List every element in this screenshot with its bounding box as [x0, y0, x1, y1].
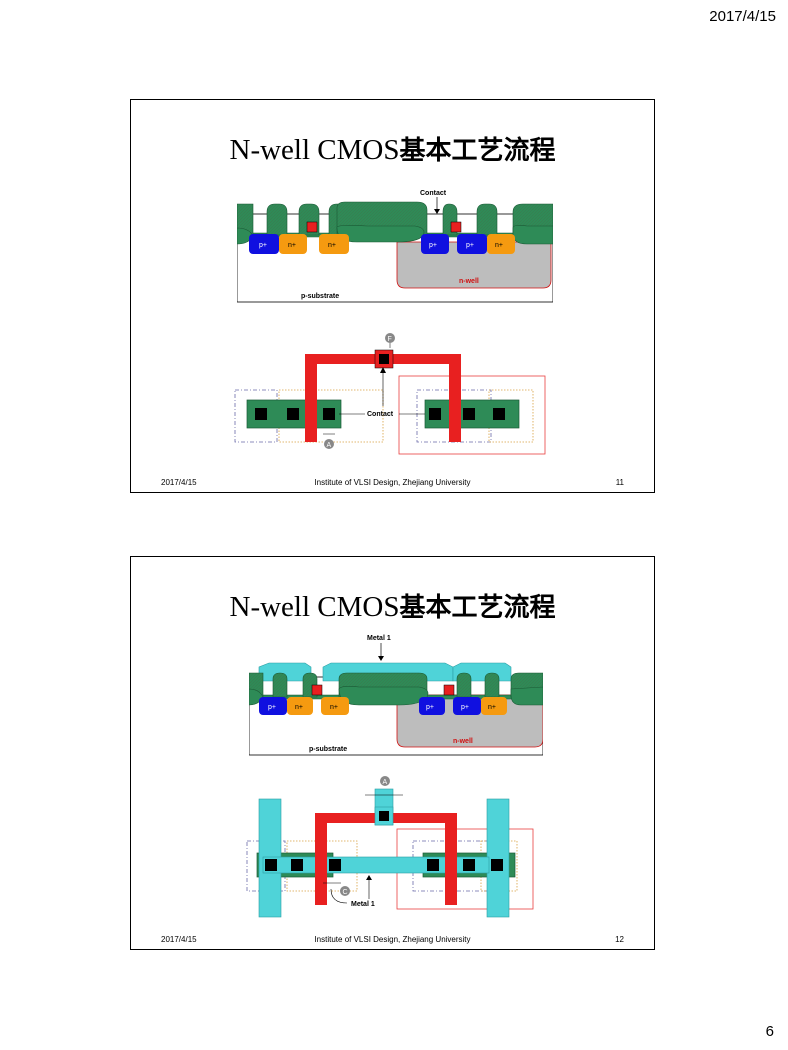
diff-label: n+ [328, 242, 336, 249]
footer-institute: Institute of VLSI Design, Zhejiang Unive… [314, 478, 471, 487]
layout-diagram: A C Metal 1 [246, 776, 534, 918]
slide-11: N-well CMOS基本工艺流程 [130, 99, 655, 493]
footer-institute: Institute of VLSI Design, Zhejiang Unive… [314, 935, 471, 944]
slide-title-cjk: 基本工艺流程 [399, 136, 556, 166]
substrate-label: p-substrate [309, 746, 347, 753]
layout-callout: Contact [367, 411, 394, 418]
diff-label: p+ [259, 242, 267, 249]
page-number: 6 [765, 1023, 774, 1040]
layout-callout: Metal 1 [351, 901, 375, 908]
diff-label: p+ [429, 242, 437, 249]
footer-date: 2017/4/15 [161, 935, 197, 944]
slide-title: N-well CMOS基本工艺流程 [131, 130, 654, 167]
slide-12: N-well CMOS基本工艺流程 [130, 556, 655, 950]
callout-label: Contact [420, 190, 447, 197]
footer-slide-number: 11 [615, 478, 624, 487]
marker-label: A [327, 442, 332, 449]
cross-section-diagram: p+ n+ n+ p+ p+ n+ n-well p-substrate Met… [249, 635, 543, 756]
diff-label: p+ [426, 704, 434, 711]
nwell-label: n-well [459, 278, 479, 285]
diff-label: n+ [295, 704, 303, 711]
cross-section-diagram: p+ n+ n+ p+ p+ n+ n-well p-substrate Con… [237, 190, 553, 303]
footer-date: 2017/4/15 [161, 478, 197, 487]
slide-title: N-well CMOS基本工艺流程 [131, 587, 654, 624]
slide-title-latin: N-well CMOS [229, 591, 400, 623]
substrate-label: p-substrate [301, 293, 339, 300]
diff-label: n+ [330, 704, 338, 711]
oxide-bump [266, 203, 288, 236]
layout-diagram: Contact F A [234, 333, 546, 455]
diff-label: p+ [466, 242, 474, 249]
callout-label: Metal 1 [367, 635, 391, 642]
slide-title-latin: N-well CMOS [229, 134, 400, 166]
diff-label: n+ [488, 704, 496, 711]
diff-label: n+ [495, 242, 503, 249]
diff-label: p+ [268, 704, 276, 711]
diff-label: p+ [461, 704, 469, 711]
marker-label: F [388, 336, 392, 343]
diff-label: n+ [288, 242, 296, 249]
nwell-label: n-well [453, 738, 473, 745]
marker-label: A [383, 779, 388, 786]
page-header-date: 2017/4/15 [709, 8, 776, 25]
marker-label: C [343, 889, 348, 896]
footer-slide-number: 12 [615, 935, 624, 944]
slide-title-cjk: 基本工艺流程 [399, 593, 556, 623]
